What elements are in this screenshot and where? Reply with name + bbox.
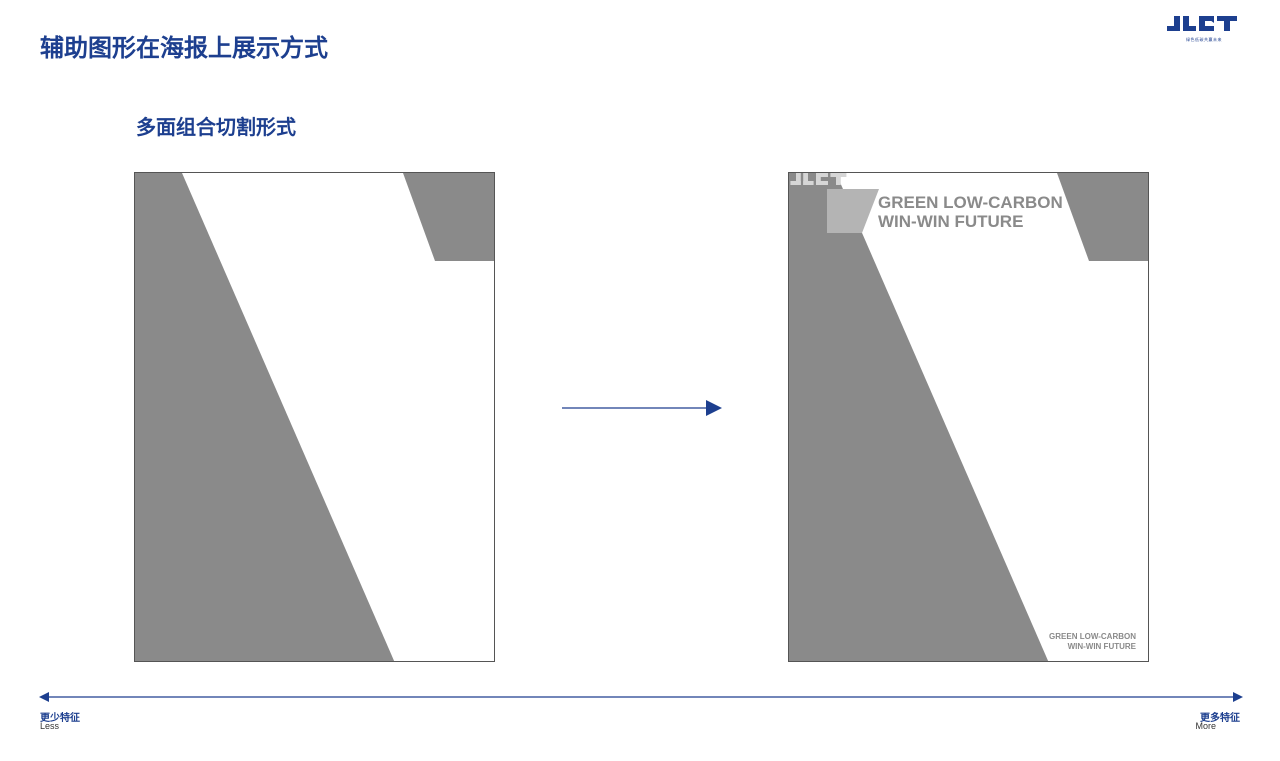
headline-line-2: WIN-WIN FUTURE <box>878 212 1024 231</box>
poster-shapes <box>135 173 494 661</box>
section-title: 多面组合切割形式 <box>136 115 296 139</box>
corner-trapezoid-shape <box>1057 173 1148 261</box>
poster-with-text: GREEN LOW-CARBON WIN-WIN FUTURE GREEN LO… <box>788 172 1149 662</box>
footer-line-2: WIN-WIN FUTURE <box>1067 642 1136 651</box>
logo-tagline: 绿色低碳共赢未来 <box>1186 37 1222 42</box>
jlct-logo-icon <box>790 173 847 185</box>
accent-parallelogram-shape <box>827 189 879 233</box>
page-title: 辅助图形在海报上展示方式 <box>40 34 328 62</box>
scale-more-label: 更多特征 <box>1200 713 1240 724</box>
scale-more-sub: More <box>1195 721 1216 731</box>
jlct-logo-icon <box>1167 16 1237 31</box>
scale-less-sub: Less <box>40 721 60 731</box>
double-arrow-icon <box>39 692 1243 702</box>
arrow-right-icon <box>562 400 722 416</box>
poster-shapes <box>789 173 1148 661</box>
poster-headline: GREEN LOW-CARBON WIN-WIN FUTURE <box>878 193 1063 231</box>
corner-trapezoid-shape <box>403 173 494 261</box>
large-diagonal-shape <box>135 173 395 661</box>
scale-less-label: 更少特征 <box>40 713 80 724</box>
headline-line-1: GREEN LOW-CARBON <box>878 193 1063 212</box>
poster-footer-text: GREEN LOW-CARBON WIN-WIN FUTURE <box>1029 632 1136 652</box>
poster-graphic-only <box>134 172 495 662</box>
large-diagonal-shape <box>789 173 1049 661</box>
brand-logo: 绿色低碳共赢未来 <box>1166 16 1242 46</box>
footer-line-1: GREEN LOW-CARBON <box>1049 632 1136 641</box>
